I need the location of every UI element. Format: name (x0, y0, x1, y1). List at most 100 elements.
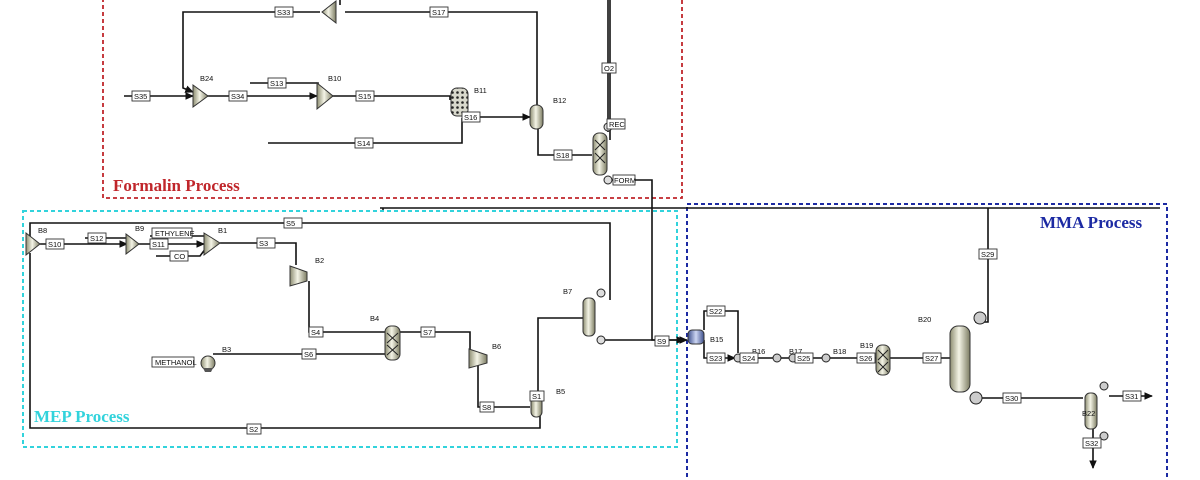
stream-tag[interactable]: S33 (274, 6, 294, 18)
block-label: B8 (38, 226, 47, 235)
stream-tag[interactable]: S31 (1122, 390, 1142, 402)
block-label: B9 (135, 224, 144, 233)
stream-tag[interactable]: S18 (553, 149, 573, 161)
stream-tag[interactable]: S10 (45, 238, 65, 250)
svg-text:S13: S13 (270, 79, 283, 88)
stream-tag[interactable]: S4 (308, 326, 324, 338)
stream-tag[interactable]: METHANOL (151, 356, 197, 368)
B9-mixer-icon[interactable] (125, 232, 140, 256)
formalin-region-border (102, 0, 683, 199)
svg-text:S10: S10 (48, 240, 61, 249)
stream-tag[interactable]: S11 (149, 238, 169, 250)
stream-tag[interactable]: S25 (794, 352, 814, 364)
stream-tag[interactable]: S14 (354, 137, 374, 149)
svg-text:S5: S5 (286, 219, 295, 228)
stream-tag[interactable]: S30 (1002, 392, 1022, 404)
svg-text:S22: S22 (709, 307, 722, 316)
B1-mixer-icon[interactable] (203, 232, 221, 256)
B22-column-icon[interactable] (1084, 392, 1098, 430)
compressor-icon[interactable] (321, 0, 337, 25)
B12-flash-icon[interactable] (529, 104, 544, 130)
absorber-column-icon[interactable] (592, 132, 608, 176)
svg-text:S23: S23 (709, 354, 722, 363)
stream-tag[interactable]: S23 (706, 352, 726, 364)
stream-tag[interactable]: ETHYLENE (151, 227, 195, 239)
B7-column-icon[interactable] (582, 297, 596, 337)
stream-tag[interactable]: S15 (355, 90, 375, 102)
stream-tag[interactable]: S29 (978, 248, 998, 260)
stream-tag[interactable]: FORM (612, 174, 636, 186)
B11-reactor-icon[interactable] (450, 87, 469, 117)
B19-reactor-icon[interactable] (875, 344, 891, 376)
mep-region-border (22, 210, 678, 448)
stream-tag[interactable]: S6 (301, 348, 317, 360)
block-label: B24 (200, 74, 213, 83)
B2-compressor-icon[interactable] (289, 265, 308, 287)
stream-tag[interactable]: S35 (131, 90, 151, 102)
stream-tag[interactable]: S13 (267, 77, 287, 89)
svg-text:S17: S17 (432, 8, 445, 17)
stream-tag[interactable]: S22 (706, 305, 726, 317)
stream-tag[interactable]: S26 (856, 352, 876, 364)
stream-tag[interactable]: S7 (420, 326, 436, 338)
stream-tag[interactable]: S2 (246, 423, 262, 435)
B20-column-icon[interactable] (949, 325, 971, 393)
B8-mixer-icon[interactable] (25, 231, 41, 257)
B24-mixer-icon[interactable] (192, 84, 209, 108)
mma-region-border (686, 203, 1168, 480)
svg-text:CO: CO (174, 252, 185, 261)
stream-tag[interactable]: REC (606, 118, 626, 130)
svg-text:S2: S2 (249, 425, 258, 434)
stream-tag[interactable]: S9 (654, 335, 670, 347)
block-label: B2 (315, 256, 324, 265)
svg-text:S15: S15 (358, 92, 371, 101)
mep-region-title: MEP Process (34, 407, 130, 426)
block-labels: B24 B10 B11 B12 B8 B9 B1 B2 B3 B4 B6 B7 … (38, 74, 1095, 418)
svg-text:S16: S16 (464, 113, 477, 122)
block-label: B6 (492, 342, 501, 351)
svg-text:S31: S31 (1125, 392, 1138, 401)
stream-tag[interactable]: S12 (87, 232, 107, 244)
stream-tag[interactable]: S5 (283, 217, 303, 229)
block-label: B11 (474, 86, 487, 95)
svg-text:REC: REC (609, 120, 625, 129)
stream-tag[interactable]: O2 (601, 62, 617, 74)
B3-pump-icon[interactable] (200, 355, 216, 371)
svg-text:S26: S26 (859, 354, 872, 363)
stream-tag[interactable]: S32 (1082, 437, 1102, 449)
B10-mixer-icon[interactable] (316, 81, 334, 111)
stream-lines (29, 0, 1160, 469)
block-label: B3 (222, 345, 231, 354)
svg-text:METHANOL: METHANOL (155, 358, 197, 367)
formalin-region-title: Formalin Process (113, 176, 240, 195)
B15-reactor-icon[interactable] (687, 329, 705, 345)
stream-tag[interactable]: S1 (529, 390, 545, 402)
svg-text:S14: S14 (357, 139, 370, 148)
svg-text:S32: S32 (1085, 439, 1098, 448)
stream-tag[interactable]: S24 (739, 352, 759, 364)
svg-text:S33: S33 (277, 8, 290, 17)
block-label: B10 (328, 74, 341, 83)
stream-tag[interactable]: S3 (256, 237, 276, 249)
block-label: B5 (556, 387, 565, 396)
B6-compressor-icon[interactable] (468, 348, 488, 369)
stream-tag[interactable]: S8 (479, 401, 495, 413)
stream-tag[interactable]: S17 (429, 6, 449, 18)
svg-text:S25: S25 (797, 354, 810, 363)
svg-text:S12: S12 (90, 234, 103, 243)
stream-tag[interactable]: S27 (922, 352, 942, 364)
stream-tag[interactable]: S34 (228, 90, 248, 102)
svg-text:S27: S27 (925, 354, 938, 363)
svg-text:S29: S29 (981, 250, 994, 259)
svg-text:S34: S34 (231, 92, 244, 101)
stream-tag[interactable]: S16 (461, 111, 481, 123)
svg-text:S7: S7 (423, 328, 432, 337)
block-label: B12 (553, 96, 566, 105)
block-label: B22 (1082, 409, 1095, 418)
svg-text:S18: S18 (556, 151, 569, 160)
stream-tag[interactable]: CO (169, 250, 189, 262)
svg-text:S35: S35 (134, 92, 147, 101)
svg-text:S9: S9 (657, 337, 666, 346)
block-label: B17 (789, 347, 802, 356)
